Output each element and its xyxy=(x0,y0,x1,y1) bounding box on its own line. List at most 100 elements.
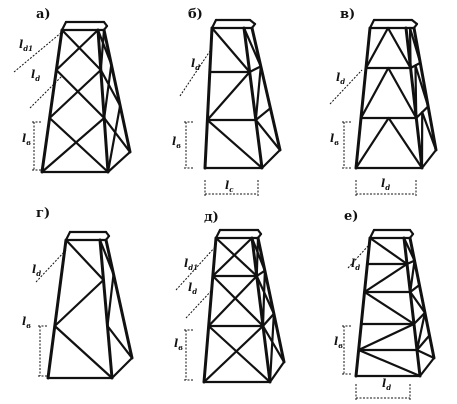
cross-brace xyxy=(55,68,106,120)
tower-leg xyxy=(354,236,372,378)
dim-label-e-1: ld xyxy=(351,257,361,273)
diagonal-brace xyxy=(363,290,416,326)
cross-brace xyxy=(60,28,102,72)
dim-label-b-3: lc xyxy=(225,179,234,195)
dim-label-v-2: lв xyxy=(330,132,339,148)
panel-label-e: е) xyxy=(344,209,359,224)
v-brace xyxy=(414,64,418,120)
horizontal-strut xyxy=(261,312,275,328)
tower-leg xyxy=(202,236,218,384)
horizontal-strut xyxy=(248,65,262,74)
panel-label-v: в) xyxy=(340,7,356,22)
diagonal-brace xyxy=(368,236,409,266)
cross-brace xyxy=(255,236,260,278)
v-brace xyxy=(354,116,390,170)
tower-leg xyxy=(354,26,372,170)
v-brace xyxy=(421,111,438,152)
diagonal-brace xyxy=(254,118,282,152)
panel-a-tower xyxy=(13,20,132,174)
cross-brace xyxy=(261,324,286,364)
panel-label-b: б) xyxy=(188,7,203,22)
tower-leg xyxy=(46,238,68,380)
cross-brace xyxy=(261,269,266,328)
dim-label-d-2: ld xyxy=(188,281,198,297)
dim-label-e-3: ld xyxy=(382,377,392,393)
horizontal-strut xyxy=(254,107,272,122)
diagonal-brace xyxy=(106,324,134,360)
tower-base xyxy=(110,356,134,380)
tower-leg xyxy=(402,236,422,378)
diagonal-brace xyxy=(210,26,251,74)
dim-label-v-3: ld xyxy=(381,177,391,193)
v-brace xyxy=(364,26,390,70)
tower-leg xyxy=(104,238,134,360)
tower-leg xyxy=(250,26,282,152)
cross-brace xyxy=(207,324,272,384)
v-brace xyxy=(414,64,430,108)
dim-label-b-2: lв xyxy=(172,135,181,151)
v-brace xyxy=(387,116,424,170)
dim-label-v-1: ld xyxy=(336,71,346,87)
cross-brace xyxy=(99,28,106,72)
panel-e-tower xyxy=(342,228,436,401)
dimension-line xyxy=(329,69,363,105)
dim-label-a-1: ld1 xyxy=(19,38,33,54)
dim-label-a-3: lв xyxy=(22,132,31,148)
cross-brace xyxy=(207,274,258,328)
horizontal-strut xyxy=(255,269,266,278)
diagonal-brace xyxy=(242,26,262,68)
dimension-line xyxy=(175,245,217,291)
panel-label-a: а) xyxy=(36,7,51,22)
dimension-line xyxy=(347,245,369,269)
panel-d-tower xyxy=(175,228,286,384)
dim-label-d-3: lв xyxy=(174,337,183,353)
panel-g-tower xyxy=(35,230,134,380)
cross-brace xyxy=(211,236,254,278)
diagonal-brace xyxy=(415,311,427,352)
tower-leg xyxy=(256,236,286,364)
cross-brace xyxy=(40,116,106,174)
cross-brace xyxy=(96,28,113,66)
tower-leg xyxy=(404,26,424,170)
diagonal-brace xyxy=(98,238,115,276)
diagonal-brace xyxy=(106,273,115,328)
diagonal-brace xyxy=(357,322,416,352)
dim-label-a-2: ld xyxy=(31,68,41,84)
v-brace xyxy=(387,66,418,120)
v-brace xyxy=(408,26,412,70)
cross-brace xyxy=(103,116,132,154)
diagonal-brace xyxy=(206,70,251,122)
diagonal-brace xyxy=(53,278,105,328)
v-brace xyxy=(359,66,390,120)
cross-brace xyxy=(268,312,275,384)
panel-v-tower xyxy=(329,18,438,197)
cross-brace xyxy=(48,116,110,174)
diagonal-brace xyxy=(254,65,262,122)
diagonal-brace xyxy=(363,262,409,294)
panel-b-tower xyxy=(179,18,282,197)
cross-brace xyxy=(55,28,100,72)
diagonal-brace xyxy=(409,259,416,294)
dimension-line xyxy=(35,249,67,283)
cross-brace xyxy=(48,68,102,120)
tower-base xyxy=(268,360,286,384)
tower-base xyxy=(260,148,282,170)
dim-label-g-1: ld xyxy=(32,263,42,279)
panel-label-g: г) xyxy=(36,206,51,221)
tower-leg xyxy=(102,28,132,154)
cross-brace xyxy=(106,104,122,174)
dim-label-e-2: lв xyxy=(334,335,343,351)
tower-leg xyxy=(96,28,110,174)
diagonal-brace xyxy=(53,324,114,380)
v-brace xyxy=(386,26,412,70)
tower-leg xyxy=(412,26,438,152)
dim-label-g-2: lв xyxy=(22,315,31,331)
cross-brace xyxy=(202,324,265,384)
panel-label-d: д) xyxy=(204,210,219,225)
diagonal-brace xyxy=(64,238,105,282)
horizontal-strut xyxy=(412,311,427,326)
tower-leg xyxy=(203,26,214,170)
dim-label-b-1: ld xyxy=(191,57,201,73)
tower-leg xyxy=(250,236,272,384)
